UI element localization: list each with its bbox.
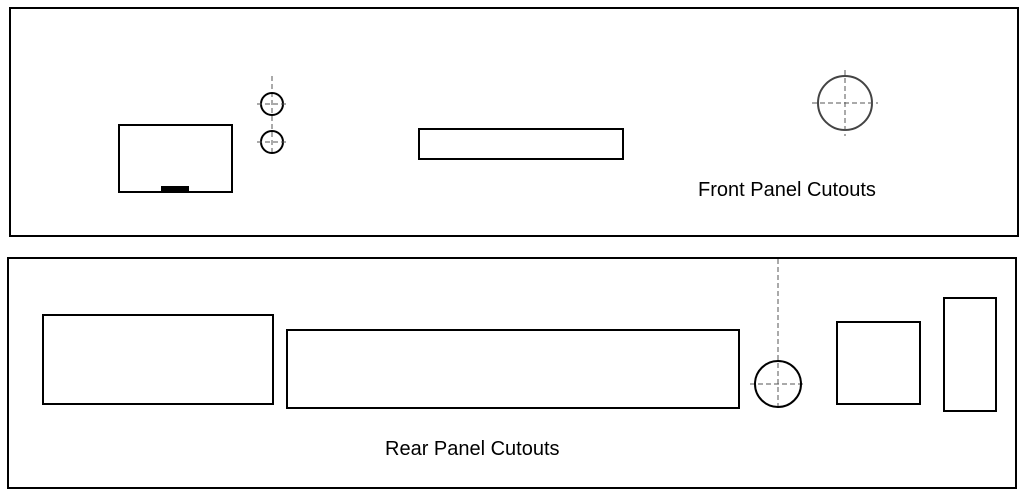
front-led-holes [257,76,287,156]
rear-cutout-square [836,321,921,405]
front-display-cutout [118,124,233,193]
rear-panel: Rear Panel Cutouts [7,257,1017,489]
front-panel-outline [9,7,1019,237]
front-panel-label: Front Panel Cutouts [698,179,876,201]
rear-panel-label: Rear Panel Cutouts [385,438,560,460]
rear-cutout-wide [286,329,740,409]
rear-panel-outline [7,257,1017,489]
front-panel: Front Panel Cutouts [9,7,1019,237]
front-round-cutout [812,70,878,136]
front-slot-cutout [418,128,624,160]
rear-cutout-tall [943,297,997,412]
rear-cutout-left [42,314,274,405]
display-tab [161,186,189,192]
rear-round-cutout [750,259,806,410]
